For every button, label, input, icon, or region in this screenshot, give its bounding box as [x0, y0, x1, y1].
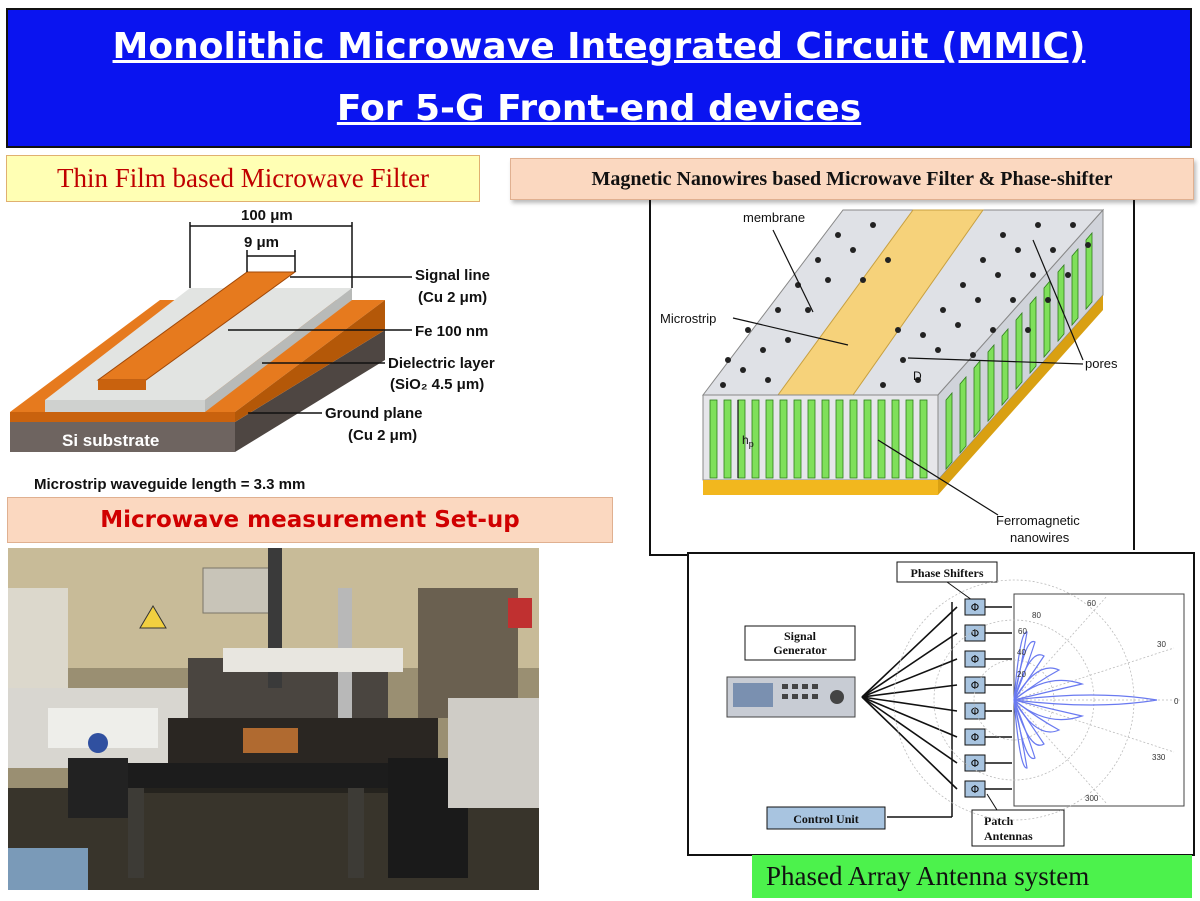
signal-line-label: Signal line: [415, 267, 490, 284]
angle-300: 300: [1085, 794, 1099, 803]
thin-film-heading-text: Thin Film based Microwave Filter: [57, 163, 429, 193]
membrane-label: membrane: [743, 210, 805, 225]
svg-text:Φ: Φ: [971, 731, 980, 744]
ground-plane-front: [10, 412, 235, 422]
angle-30: 30: [1157, 640, 1166, 649]
si-substrate-side: [235, 330, 385, 452]
control-unit-box: [766, 806, 886, 830]
si-substrate-front: [10, 422, 235, 452]
phase-shifters-label: Phase Shifters: [911, 566, 984, 580]
device-buttons: [782, 684, 844, 704]
patch-pointer: [986, 793, 998, 811]
microstrip-pointer: [732, 317, 849, 346]
waveguide-note: Microstrip waveguide length = 3.3 mm: [34, 476, 305, 493]
thin-film-heading: Thin Film based Microwave Filter: [6, 155, 480, 202]
dielectric-label: Dielectric layer: [388, 355, 495, 372]
patch-label: Patch: [984, 814, 1014, 828]
phased-array-diagram: Phase Shifters Signal Generator Φ Φ Φ Φ: [687, 552, 1195, 856]
nanowire-diagram: membrane Microstrip pores D hp Ferromagn…: [649, 200, 1135, 556]
phase-shifters-pointer: [946, 581, 973, 601]
ground-label: Ground plane: [325, 405, 423, 422]
pores-pointer: [907, 357, 1084, 365]
nanowire-heading-text: Magnetic Nanowires based Microwave Filte…: [591, 167, 1113, 190]
title-line-2: For 5-G Front-end devices: [336, 88, 862, 129]
ferro-pointer: [877, 439, 999, 516]
nanowire-heading: Magnetic Nanowires based Microwave Filte…: [510, 158, 1194, 200]
phase-shifter-boxes: [964, 598, 986, 798]
dim-inner-label: 9 μm: [244, 234, 279, 251]
ferro-label-2: nanowires: [1010, 530, 1070, 545]
title-line-1: Monolithic Microwave Integrated Circuit …: [112, 26, 1086, 67]
signal-line-front: [98, 380, 146, 390]
antenna-lines: [985, 606, 1012, 790]
radial-20: 20: [1017, 670, 1026, 679]
signal-label: Signal: [784, 629, 817, 643]
svg-text:Φ: Φ: [971, 757, 980, 770]
pores-pointer-2: [1032, 239, 1084, 361]
ferro-label: Ferromagnetic: [996, 513, 1080, 528]
angle-60: 60: [1087, 599, 1096, 608]
svg-text:Φ: Φ: [971, 679, 980, 692]
measurement-heading: Microwave measurement Set-up: [7, 497, 613, 543]
polar-grid: [893, 579, 1182, 821]
signal-generator-box: [744, 625, 856, 661]
svg-text:Φ: Φ: [971, 653, 980, 666]
fe-label: Fe 100 nm: [415, 323, 488, 340]
substrate-label: Si substrate: [62, 431, 159, 450]
dielectric-front: [45, 400, 205, 412]
phased-array-caption-text: Phased Array Antenna system: [766, 861, 1090, 891]
title-banner: Monolithic Microwave Integrated Circuit …: [6, 8, 1192, 148]
nanowires-front: [709, 399, 928, 479]
radial-80: 80: [1032, 611, 1041, 620]
pores-label: pores: [1085, 356, 1118, 371]
radial-40: 40: [1017, 648, 1026, 657]
dielectric-side: [205, 288, 352, 412]
phased-array-caption: Phased Array Antenna system: [752, 855, 1192, 898]
diameter-label: D: [913, 369, 922, 383]
dim-outer-label: 100 μm: [241, 207, 293, 224]
base-side: [938, 295, 1103, 495]
angle-0: 0: [1174, 697, 1179, 706]
control-unit-label: Control Unit: [793, 812, 858, 826]
pores: [720, 222, 1091, 388]
svg-text:Φ: Φ: [971, 783, 980, 796]
phase-symbols: Φ Φ Φ Φ Φ Φ Φ Φ: [971, 601, 980, 796]
ground-sub: (Cu 2 μm): [348, 427, 417, 444]
angle-330: 330: [1152, 753, 1166, 762]
svg-text:Φ: Φ: [971, 705, 980, 718]
dielectric-sub: (SiO₂ 4.5 μm): [390, 376, 484, 393]
radial-60: 60: [1018, 627, 1027, 636]
thin-film-diagram: 100 μm 9 μm Signal line (Cu 2 μm) Fe 100…: [10, 207, 495, 493]
measurement-heading-text: Microwave measurement Set-up: [100, 507, 520, 533]
svg-text:Φ: Φ: [971, 601, 980, 614]
radiation-pattern: [1013, 631, 1158, 769]
device-screen: [733, 683, 773, 707]
feed-lines: [861, 606, 958, 790]
antennas-label: Antennas: [984, 829, 1033, 843]
svg-text:Φ: Φ: [971, 627, 980, 640]
base-front: [703, 480, 938, 495]
height-label: hp: [742, 433, 754, 449]
measurement-photo: [8, 548, 539, 890]
microstrip-label: Microstrip: [660, 311, 716, 326]
patch-antennas-box: [971, 809, 1065, 847]
membrane-pointer: [772, 229, 814, 313]
signal-line-sub: (Cu 2 μm): [418, 289, 487, 306]
generator-label: Generator: [773, 643, 827, 657]
